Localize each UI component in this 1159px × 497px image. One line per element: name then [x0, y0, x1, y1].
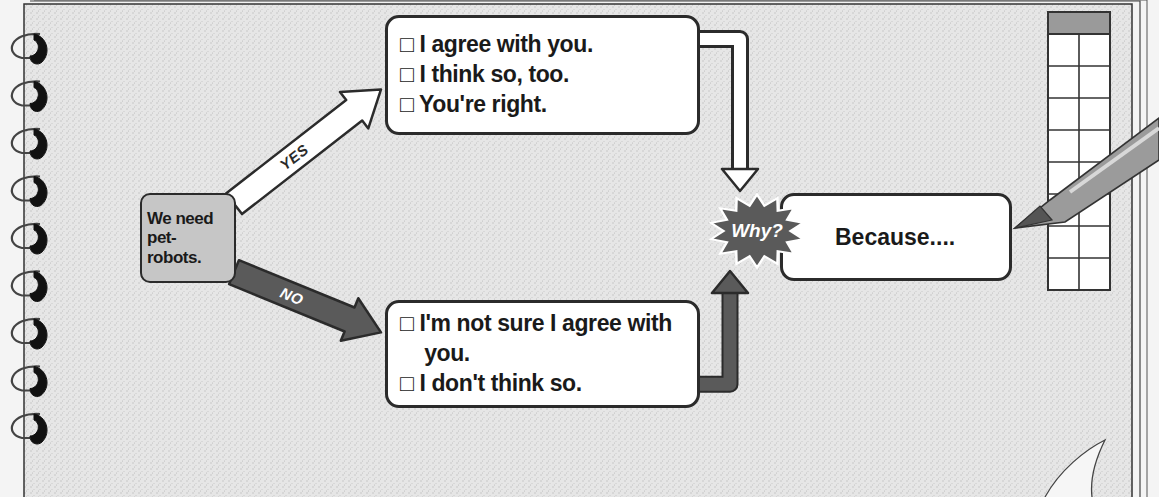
node-text: Because....	[835, 224, 955, 251]
flow-arrow	[698, 271, 748, 384]
node-text: □ I think so, too.	[400, 60, 687, 90]
node-text: □ I'm not sure I agree with you.	[400, 309, 687, 369]
pen	[1015, 118, 1159, 228]
flow-arrow	[229, 260, 381, 341]
arrow-label: NO	[278, 284, 306, 309]
page-stack-line	[30, 1, 1140, 497]
node-text: □ I agree with you.	[400, 30, 687, 60]
disagree-box: □ I'm not sure I agree with you.□ I don'…	[385, 300, 700, 408]
page-stack-line	[34, 0, 1147, 497]
flow-arrow	[226, 89, 381, 214]
flow-arrow	[698, 39, 758, 191]
spiral-binding	[12, 34, 47, 444]
why-starburst: Why?	[708, 193, 806, 269]
node-text: Why?	[731, 220, 783, 242]
arrow-label: YES	[276, 141, 311, 174]
node-text: □ You're right.	[400, 90, 687, 120]
topic-box: We need pet-robots.	[140, 193, 236, 283]
notebook-table	[1048, 12, 1110, 290]
agree-box: □ I agree with you.□ I think so, too.□ Y…	[385, 15, 700, 135]
because-box: Because....	[780, 193, 1012, 281]
speech-bubble	[1045, 440, 1105, 497]
node-text: □ I don't think so.	[400, 369, 687, 399]
node-text: We need pet-robots.	[147, 209, 229, 268]
paper-sheet	[24, 4, 1132, 497]
